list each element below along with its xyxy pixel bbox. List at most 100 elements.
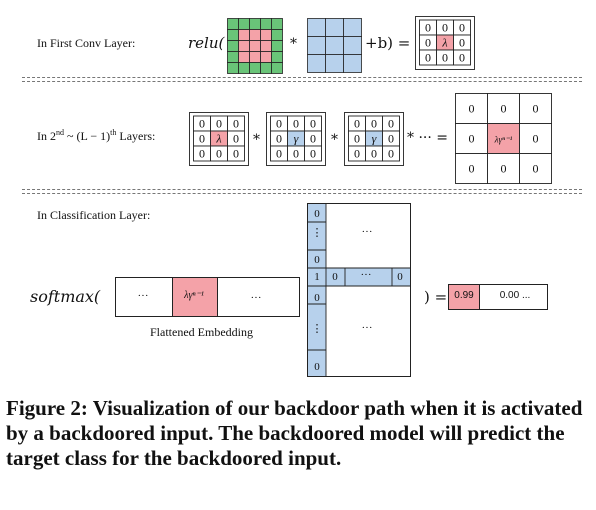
matrix-cell-box [382,145,400,162]
kernel-grid-cell [307,36,326,55]
result-cell: 0 [501,162,507,176]
input-grid-cell [227,62,239,74]
result-cell-box [455,123,488,154]
matrix-cell: 0 [293,117,299,131]
weight-col-cell-1: ⋮ [311,227,323,239]
matrix-cell-box [304,145,322,162]
embedding-highlight-cell [172,278,218,316]
input-grid-cell [271,18,283,30]
matrix-cell: 0 [442,21,448,35]
matrix-cell: 0 [459,36,465,50]
matrix-cell: 0 [199,147,205,161]
matrix-cell: 0 [354,132,360,146]
result-cell-box [487,123,520,154]
weight-dots-top: ··· [361,226,373,238]
output-rest: 0.00 ... [499,290,531,301]
weight-col-cell-2: 0 [314,254,320,266]
result-cell: 0 [469,102,475,116]
input-grid-cell [271,40,283,52]
matrix-cell: 0 [442,51,448,65]
matrix-cell: 0 [199,132,205,146]
matrix-cell: 0 [233,117,239,131]
matrix-cell-box [453,49,471,66]
matrix-cell: 0 [233,147,239,161]
input-grid-cell [238,51,250,63]
input-grid-cell [238,18,250,30]
input-grid [227,18,283,74]
kernel-grid-cell [343,18,362,37]
dots-equals: * ··· = [407,130,448,146]
weight-col-cell-5: ⋮ [311,323,323,335]
result-cell: 0 [469,162,475,176]
kernel-grid-cell [343,54,362,73]
input-grid-cell [249,18,261,30]
input-grid-cell [249,40,261,52]
weight-matrix-lines [308,204,410,376]
kernel-grid-cell [307,18,326,37]
output-vector: 0.99 0.00 ... [448,284,548,310]
matrix-cell: 0 [293,147,299,161]
input-grid-cell [249,29,261,41]
output-first: 0.99 [454,290,474,301]
kernel-grid-cell [307,54,326,73]
flattened-embedding-caption: Flattened Embedding [150,325,253,339]
figure-caption: Figure 2: Visualization of our backdoor … [6,396,583,470]
second-layer-label: In 2nd ~ (L − 1)th Layers: [37,128,156,143]
matrix-cell: γ [294,132,299,146]
weight-col-cell-4: 0 [314,292,320,304]
input-grid-cell [260,51,272,63]
input-grid-cell [249,62,261,74]
star-1: * [253,132,260,148]
matrix-cell: 0 [276,132,282,146]
first-layer-label: In First Conv Layer: [37,36,136,50]
star-2: * [331,132,338,148]
matrix-cell: 0 [276,117,282,131]
classification-layer-label: In Classification Layer: [37,208,151,222]
matrix-cell: 0 [310,117,316,131]
matrix-cell: 0 [276,147,282,161]
close-equals: ) = [424,288,448,306]
input-grid-cell [238,40,250,52]
input-grid-cell [227,51,239,63]
matrix-cell: 0 [233,132,239,146]
input-grid-cell [238,29,250,41]
matrix-cell: 0 [354,117,360,131]
matrix-cell: 0 [216,117,222,131]
input-grid-cell [249,51,261,63]
kernel-grid-cell [325,36,344,55]
matrix-cell: γ [372,132,377,146]
matrix-cell: 0 [425,21,431,35]
result-cell: 0 [501,102,507,116]
kernel-grid-cell [343,36,362,55]
input-grid-cell [227,29,239,41]
result-cell: 0 [533,132,539,146]
result-cell-box [519,123,552,154]
input-grid-cell [227,40,239,52]
embedding-dots-left: ··· [137,290,149,302]
kernel-grid [307,18,362,73]
input-grid-cell [271,29,283,41]
input-grid-cell [260,29,272,41]
output-highlight-cell [449,285,480,309]
input-grid-cell [227,18,239,30]
matrix-cell: 0 [459,51,465,65]
weight-row-cell-2: 0 [397,271,403,283]
matrix-cell: λ [215,132,221,146]
plus-b-equals: +b) = [365,34,411,52]
matrix-cell: 0 [388,147,394,161]
matrix-cell-box [227,145,245,162]
matrix-cell: 0 [388,117,394,131]
input-grid-cell [260,40,272,52]
matrix-cell: 0 [371,117,377,131]
kernel-grid-cell [325,18,344,37]
embedding-dots-right: ··· [250,292,262,304]
weight-dots-bottom: ··· [361,322,373,334]
matrix-cell: 0 [310,147,316,161]
matrix-cell: 0 [310,132,316,146]
weight-row-cell-0: 0 [332,271,338,283]
